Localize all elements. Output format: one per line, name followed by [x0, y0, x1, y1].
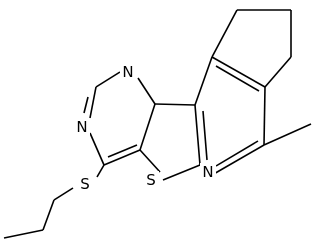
cyclohexane-ring — [211, 9, 292, 88]
pyrimidine-ring — [83, 71, 156, 166]
bond — [139, 149, 161, 173]
bond — [53, 187, 74, 201]
atom-label-s: S — [146, 171, 156, 189]
bond — [137, 77, 156, 105]
methyl-bond — [263, 123, 312, 146]
bond — [154, 103, 196, 106]
bond — [215, 140, 259, 167]
bond — [95, 71, 121, 88]
atom-label-s: S — [80, 175, 90, 193]
bond — [107, 144, 138, 158]
bond — [103, 149, 141, 166]
atom-S2: S — [77, 175, 93, 193]
thiophene-ring — [139, 103, 208, 181]
atom-N1: N — [120, 63, 136, 81]
atom-S1: S — [143, 171, 159, 189]
bond — [89, 86, 97, 119]
bond — [139, 103, 156, 151]
bond — [162, 164, 201, 181]
bond — [194, 56, 213, 106]
atom-label-n: N — [76, 118, 87, 136]
bond — [263, 86, 266, 146]
bond — [264, 56, 292, 88]
bond — [3, 229, 44, 239]
pyridine-ring — [194, 56, 266, 176]
bond — [215, 65, 260, 92]
bond — [194, 104, 201, 166]
bond — [211, 56, 266, 88]
bond — [202, 110, 208, 161]
bond — [83, 96, 89, 114]
bond — [211, 144, 265, 176]
atom-label-n: N — [122, 63, 133, 81]
atom-N3: N — [200, 163, 216, 181]
propylthio-chain — [3, 164, 105, 239]
atom-label-n: N — [202, 163, 213, 181]
bond — [96, 164, 105, 178]
atom-N2: N — [74, 118, 90, 136]
bond — [42, 199, 55, 231]
bond — [89, 132, 105, 166]
bond — [211, 9, 238, 58]
